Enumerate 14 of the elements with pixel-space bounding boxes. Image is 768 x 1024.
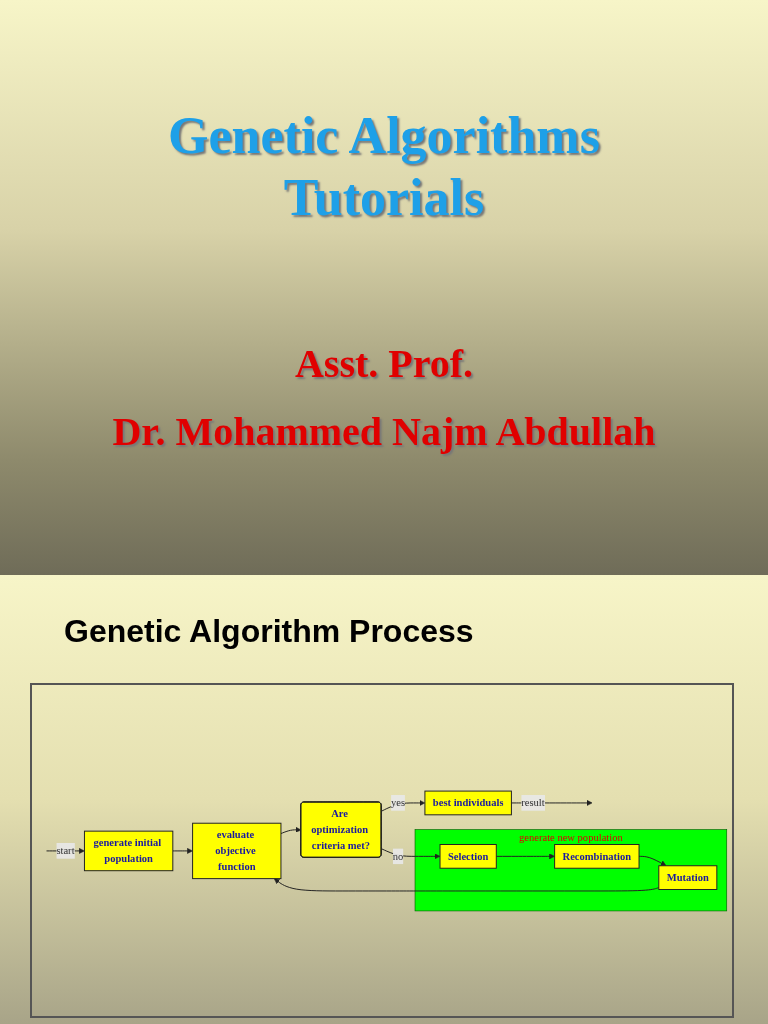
slide-title: Genetic Algorithms Tutorials (167, 106, 601, 229)
edge-label: result (521, 796, 545, 808)
slide-heading: Genetic Algorithm Process (64, 613, 474, 650)
edge-label: yes (391, 796, 406, 808)
author-title: Asst. Prof. (293, 340, 475, 387)
edge-label: start (56, 844, 75, 856)
author-name: Dr. Mohammed Najm Abdullah (111, 408, 657, 455)
node-box: Recombination (554, 843, 640, 869)
node-box: generate initial population (83, 830, 174, 871)
node-box: best individuals (424, 790, 512, 815)
edge-label: no (392, 849, 404, 862)
node-box: evaluate objective function (192, 822, 282, 879)
node-box: Mutation (658, 864, 718, 890)
node-box: Selection (439, 843, 497, 869)
